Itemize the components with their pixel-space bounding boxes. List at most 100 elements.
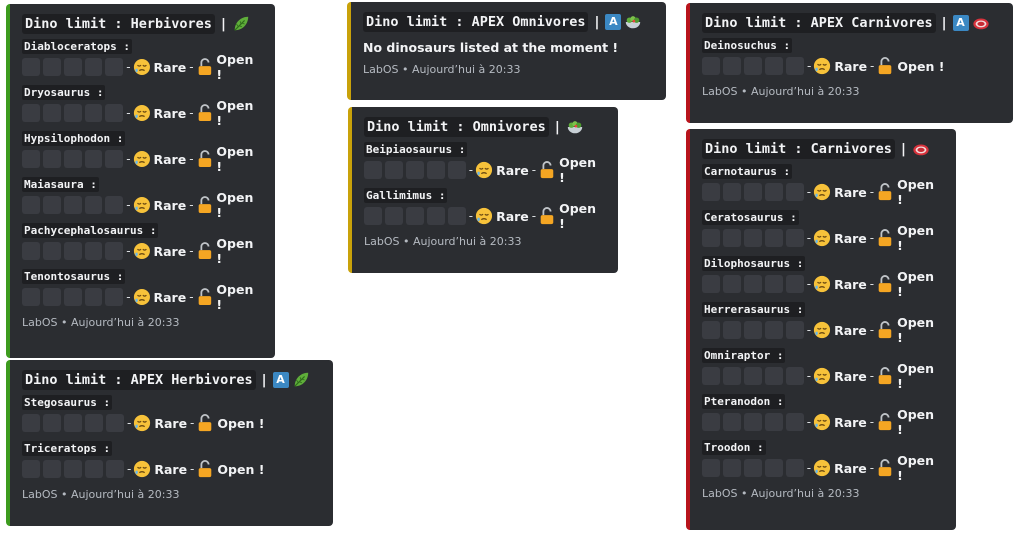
letter-a-icon: A	[605, 14, 622, 30]
empty-slot	[63, 288, 82, 306]
status-label: Open !	[216, 52, 254, 82]
dash: -	[806, 231, 812, 245]
empty-slot	[743, 459, 762, 477]
rarity-label: Rare	[154, 461, 188, 477]
rarity-label: Rare	[153, 243, 187, 259]
empty-slot	[106, 460, 124, 478]
steak-icon	[972, 14, 990, 32]
dino-status-line: -Rare-Open !	[702, 453, 944, 483]
dash: -	[189, 106, 194, 120]
dash: -	[189, 290, 194, 304]
embed-title-text: Dino limit : APEX Herbivores	[22, 370, 256, 390]
empty-slot	[743, 229, 762, 247]
status-label: Open !	[216, 282, 254, 312]
dash: -	[189, 198, 194, 212]
embed-title: Dino limit : APEX Omnivores | A	[363, 12, 654, 32]
dash: -	[869, 185, 875, 199]
embed-title-text: Dino limit : Carnivores	[702, 139, 895, 159]
embed-title: Dino limit : Carnivores |	[702, 139, 944, 159]
empty-slot	[764, 229, 783, 247]
dino-status-line: -Rare-Open !	[22, 412, 321, 434]
empty-slot	[42, 58, 61, 76]
empty-slot	[384, 161, 403, 179]
dash: -	[869, 231, 875, 245]
embed-apex-herbivores: Dino limit : APEX Herbivores | A Stegosa…	[6, 360, 333, 526]
empty-slot	[743, 367, 762, 385]
dash: -	[190, 416, 195, 430]
open-lock-icon	[196, 58, 214, 76]
empty-slot	[42, 150, 61, 168]
empty-slot	[42, 196, 61, 214]
empty-slot	[64, 414, 82, 432]
empty-slot	[85, 414, 103, 432]
sleepy-face-icon	[475, 161, 493, 179]
empty-slot	[722, 183, 741, 201]
letter-a-icon: A	[272, 372, 289, 388]
letter-a-icon: A	[952, 15, 969, 31]
dino-entry: Tenontosaurus :-Rare-Open !	[22, 269, 263, 312]
empty-slot	[22, 414, 40, 432]
empty-slot	[426, 207, 445, 225]
embed-title-text: Dino limit : APEX Carnivores	[702, 13, 936, 33]
rarity-label: Rare	[834, 368, 867, 384]
dash: -	[807, 59, 812, 73]
dash: -	[806, 277, 812, 291]
embed-title: Dino limit : APEX Carnivores | A	[702, 13, 1001, 33]
embed-footer: LabOS • Aujourd’hui à 20:33	[702, 85, 860, 98]
dino-entry: Dilophosaurus :-Rare-Open !	[702, 256, 944, 299]
embed-omnivores: Dino limit : Omnivores | Beipiaosaurus :…	[348, 107, 618, 273]
empty-slot	[43, 414, 61, 432]
dino-list: Beipiaosaurus :-Rare-Open !Gallimimus :-…	[364, 142, 606, 231]
sleepy-face-icon	[133, 58, 151, 76]
empty-slot	[785, 413, 804, 431]
dino-name: Deinosuchus :	[702, 38, 793, 53]
dino-name: Troodon :	[702, 440, 766, 455]
dino-name: Triceratops :	[22, 441, 113, 456]
empty-slot	[84, 196, 103, 214]
empty-slot	[105, 150, 124, 168]
empty-slot	[785, 459, 804, 477]
dino-status-line: -Rare-Open !	[22, 98, 263, 128]
salad-icon	[566, 118, 584, 136]
title-separator: |	[900, 141, 906, 157]
rarity-label: Rare	[154, 415, 188, 431]
empty-slot	[84, 58, 103, 76]
dino-name: Beipiaosaurus :	[364, 142, 468, 157]
empty-slot	[364, 207, 382, 225]
sleepy-face-icon	[133, 288, 151, 306]
embed-footer: LabOS • Aujourd’hui à 20:33	[22, 316, 180, 329]
dino-entry: Dryosaurus :-Rare-Open !	[22, 85, 263, 128]
rarity-label: Rare	[153, 105, 187, 121]
open-lock-icon	[876, 183, 894, 201]
embed-footer: LabOS • Aujourd’hui à 20:33	[702, 487, 860, 500]
open-lock-icon	[196, 460, 214, 478]
dino-status-line: -Rare-Open !	[702, 361, 944, 391]
dino-entry: Hypsilophodon :-Rare-Open !	[22, 131, 263, 174]
empty-slot	[405, 161, 424, 179]
sleepy-face-icon	[133, 196, 151, 214]
empty-slot	[785, 321, 804, 339]
dash: -	[189, 152, 194, 166]
empty-slot	[42, 104, 61, 122]
empty-slot	[785, 229, 804, 247]
empty-slot	[105, 242, 124, 260]
embed-title-text: Dino limit : APEX Omnivores	[363, 12, 589, 32]
dino-list: Stegosaurus :-Rare-Open !Triceratops :-R…	[22, 395, 321, 480]
empty-slot	[786, 57, 804, 75]
embed-title: Dino limit : Herbivores |	[22, 14, 263, 34]
dino-status-line: -Rare-Open !	[22, 144, 263, 174]
dino-status-line: -Rare-Open !	[702, 177, 944, 207]
dash: -	[126, 60, 131, 74]
empty-slot	[22, 460, 40, 478]
status-label: Open !	[216, 236, 254, 266]
dino-list: Diabloceratops :-Rare-Open !Dryosaurus :…	[22, 39, 263, 312]
empty-slot	[744, 57, 762, 75]
status-label: Open !	[897, 315, 935, 345]
embed-footer: LabOS • Aujourd’hui à 20:33	[364, 235, 522, 248]
dash: -	[126, 244, 131, 258]
dino-list: Deinosuchus :-Rare-Open !	[702, 38, 1001, 77]
open-lock-icon	[876, 413, 894, 431]
empty-slot	[447, 161, 466, 179]
empty-slot	[722, 367, 741, 385]
dash: -	[806, 415, 812, 429]
